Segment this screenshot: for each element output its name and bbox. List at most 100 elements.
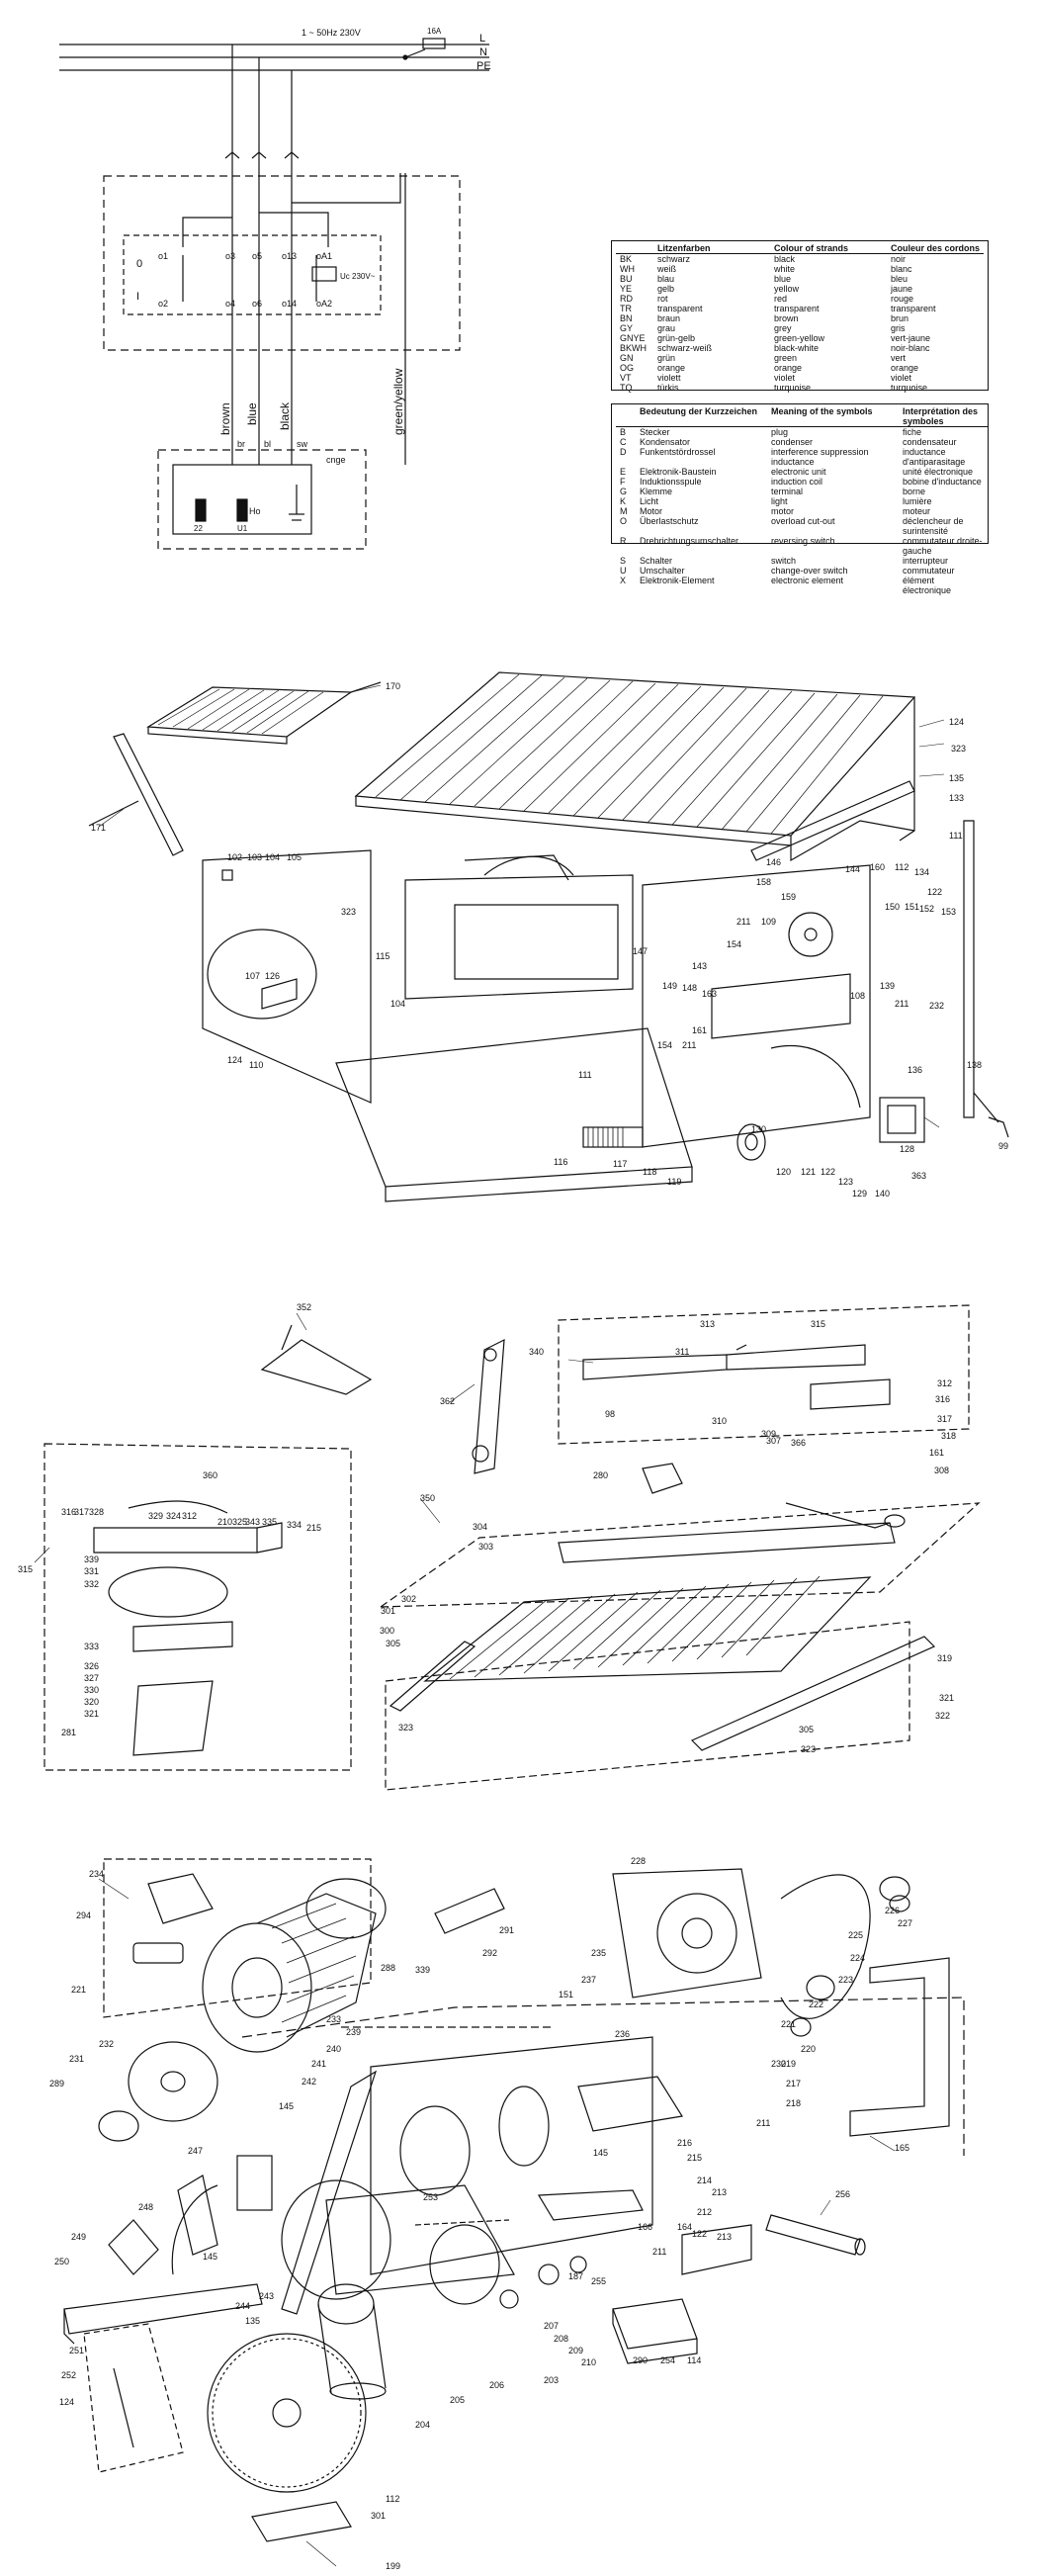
colour-cell: black: [774, 254, 796, 264]
callout-number: 112: [895, 862, 908, 872]
callout-number: 107: [245, 971, 260, 981]
callout-number: 210: [581, 2357, 596, 2367]
symbol-cell: U: [620, 566, 627, 576]
colour-cell: türkis: [657, 383, 679, 393]
contact-bottom-2: o4: [225, 299, 235, 309]
callout-number: 151: [559, 1990, 573, 1999]
cap-label-2: Ho: [249, 506, 261, 516]
symbol-cell: Motor: [640, 506, 663, 516]
wire-blue: blue: [245, 402, 259, 425]
callout-number: 307: [766, 1436, 781, 1446]
callout-number: 124: [59, 2397, 74, 2407]
callout-number: 214: [697, 2176, 712, 2185]
callout-number: 150: [885, 902, 900, 912]
callout-number: 288: [381, 1963, 395, 1973]
callout-number: 332: [84, 1579, 99, 1589]
callout-number: 204: [415, 2420, 430, 2430]
callout-number: 322: [935, 1711, 950, 1721]
callout-number: 254: [660, 2355, 675, 2365]
callout-number: 209: [568, 2346, 583, 2355]
colour-cell: transparent: [774, 304, 820, 313]
contact-top-5: oA1: [316, 251, 332, 261]
callout-number: 187: [568, 2271, 583, 2281]
symbol-cell: electronic unit: [771, 467, 826, 477]
symbol-cell: moteur: [903, 506, 931, 516]
wire-green-yellow: green/yellow: [391, 368, 405, 435]
callout-number: 221: [781, 2019, 796, 2029]
symbol-cell: Klemme: [640, 487, 673, 496]
contact-top-2: o3: [225, 251, 235, 261]
callout-number: 213: [717, 2232, 732, 2242]
callout-number: 248: [138, 2202, 153, 2212]
callout-number: 252: [61, 2370, 76, 2380]
symbol-cell: E: [620, 467, 627, 477]
colour-cell: brun: [891, 313, 909, 323]
symbol-cell: X: [620, 576, 627, 585]
symbol-cell: light: [771, 496, 788, 506]
symbol-cell: G: [620, 487, 628, 496]
callout-number: 212: [697, 2207, 712, 2217]
colour-cell: transparent: [891, 304, 936, 313]
callout-number: 152: [919, 904, 934, 914]
callout-number: 334: [287, 1520, 302, 1530]
callout-number: 111: [949, 831, 963, 841]
symbol-col-en: Meaning of the symbols: [767, 406, 899, 427]
callout-number: 115: [376, 951, 389, 961]
symbol-cell: reversing switch: [771, 536, 835, 546]
wire-black: black: [278, 401, 292, 430]
callout-number: 339: [84, 1554, 99, 1564]
callout-number: 303: [478, 1542, 493, 1552]
callout-number: 224: [850, 1953, 865, 1963]
symbol-cell: Stecker: [640, 427, 670, 437]
callout-number: 153: [941, 907, 956, 917]
symbol-cell: motor: [771, 506, 795, 516]
callout-number: 232: [929, 1001, 944, 1011]
symbol-cell: Elektronik-Element: [640, 576, 715, 585]
callout-number: 333: [84, 1642, 99, 1651]
callout-number: 124: [949, 717, 964, 727]
callout-number: 323: [951, 744, 966, 754]
callout-number: 301: [371, 2511, 386, 2521]
callout-number: 281: [61, 1728, 76, 1737]
symbol-cell: condenser: [771, 437, 814, 447]
contact-top-3: o5: [252, 251, 262, 261]
callout-number: 98: [605, 1409, 615, 1419]
motor-box-label: cnge: [326, 455, 346, 465]
symbol-cell: O: [620, 516, 628, 526]
callout-number: 108: [850, 991, 865, 1001]
colour-cell: green-yellow: [774, 333, 825, 343]
symbol-cell: condensateur: [903, 437, 957, 447]
callout-number: 330: [84, 1685, 99, 1695]
callout-number: 253: [423, 2192, 438, 2202]
callout-number: 331: [84, 1566, 99, 1576]
colour-col-code: [616, 243, 653, 254]
colour-cell: blanc: [891, 264, 912, 274]
callout-number: 316: [935, 1394, 950, 1404]
callout-number: 294: [76, 1910, 91, 1920]
colour-cell: BK: [620, 254, 633, 264]
contact-top-1: o1: [158, 251, 168, 261]
symbol-cell: fiche: [903, 427, 922, 437]
symbol-cell: plug: [771, 427, 789, 437]
symbol-cell: Elektronik-Baustein: [640, 467, 717, 477]
callout-number: 339: [415, 1965, 430, 1975]
callout-number: 335: [262, 1517, 277, 1527]
symbol-cell: D: [620, 447, 627, 457]
wiring-diagram: [59, 38, 489, 550]
symbol-cell: inductance d'antiparasitage: [903, 447, 966, 467]
colour-cell: braun: [657, 313, 681, 323]
contact-bottom-5: oA2: [316, 299, 332, 309]
colour-cell: red: [774, 294, 788, 304]
colour-cell: TR: [620, 304, 632, 313]
